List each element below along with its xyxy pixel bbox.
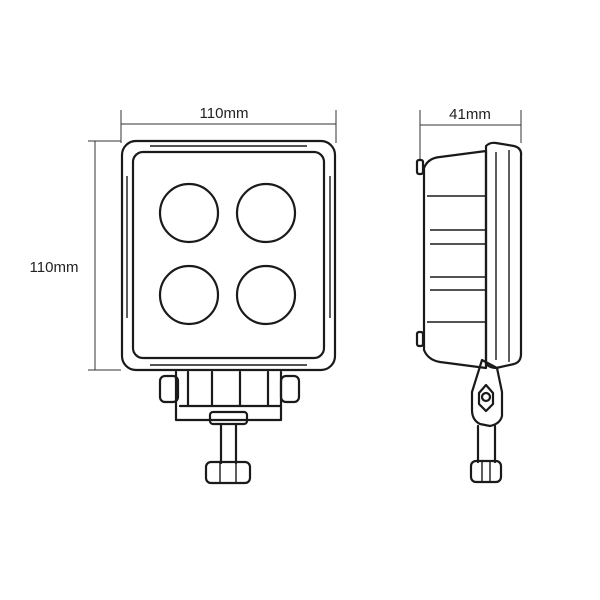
front-height-label: 110mm xyxy=(30,259,79,276)
led-bottom-right xyxy=(235,264,297,326)
cooling-fins xyxy=(427,195,486,323)
side-bracket xyxy=(469,358,504,484)
side-tab-top xyxy=(415,158,425,176)
side-tab-bottom xyxy=(415,330,425,348)
front-height-dimension: 110mm xyxy=(30,140,121,371)
side-bezel xyxy=(484,141,523,370)
side-depth-label: 41mm xyxy=(449,106,491,123)
side-depth-dimension: 41mm xyxy=(419,106,522,160)
front-width-label: 110mm xyxy=(200,105,249,122)
front-bracket xyxy=(158,370,301,485)
led-top-left xyxy=(158,182,220,244)
side-view xyxy=(415,141,523,484)
housing-outline xyxy=(120,139,337,372)
lens-frame xyxy=(131,150,326,360)
led-top-right xyxy=(235,182,297,244)
front-width-dimension: 110mm xyxy=(120,105,337,143)
led-bottom-left xyxy=(158,264,220,326)
bezel-lines xyxy=(495,150,510,362)
front-view xyxy=(120,139,337,485)
side-housing xyxy=(422,149,488,370)
